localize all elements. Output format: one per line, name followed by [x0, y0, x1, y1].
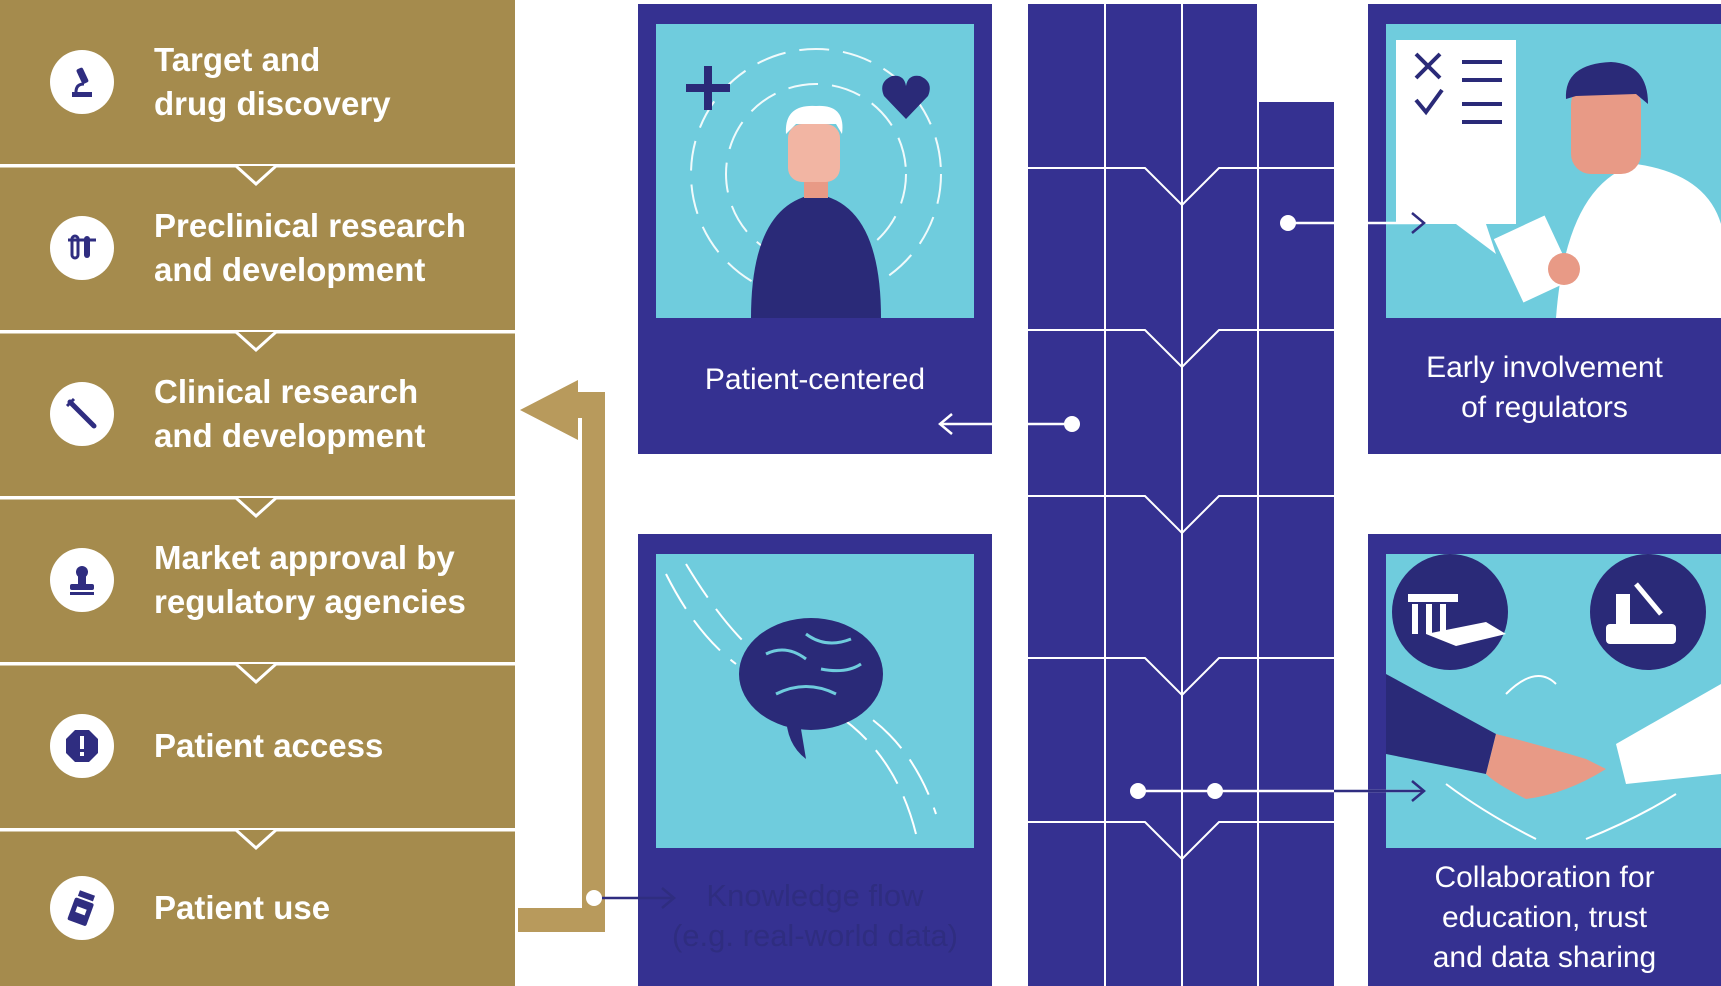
handshake-illustration	[1386, 554, 1721, 848]
panel-caption: Patient-centered	[704, 363, 926, 396]
stage-preclinical: Preclinical research and development	[0, 166, 515, 330]
knowledge-flow-label: Knowledge flow (e.g. real-world data)	[671, 878, 958, 953]
stamp-icon	[50, 548, 114, 612]
panel-early-regulators: Early involvement of regulators	[1368, 4, 1721, 454]
stage-label: Target and drug discovery	[154, 41, 391, 122]
panel-collaboration: Collaboration for education, trust and d…	[1368, 534, 1721, 986]
panel-patient-centered: Patient-centered	[638, 4, 992, 454]
process-stages: Target and drug discovery Preclinical re…	[0, 0, 515, 986]
connector-dot	[1207, 783, 1223, 799]
stage-label: Patient access	[154, 727, 384, 764]
stage-patient-access: Patient access	[0, 664, 515, 828]
regulator-illustration	[1386, 24, 1721, 318]
panel-caption: Early involvement of regulators	[1426, 351, 1663, 424]
stage-patient-use: Patient use	[0, 830, 515, 986]
stage-label: Market approval by regulatory agencies	[154, 539, 466, 620]
panel-knowledge-flow	[638, 534, 992, 986]
syringe-icon	[50, 382, 114, 446]
patient-illustration	[656, 24, 974, 318]
brain-illustration	[656, 554, 974, 848]
panel-caption: Collaboration for education, trust and d…	[1432, 861, 1657, 974]
connector-dot	[586, 890, 602, 906]
stage-market-approval: Market approval by regulatory agencies	[0, 498, 515, 662]
stage-clinical: Clinical research and development	[0, 332, 515, 496]
connector-dot	[1064, 416, 1080, 432]
stage-target-discovery: Target and drug discovery	[0, 0, 515, 164]
medicine-bottle-icon	[50, 876, 114, 940]
connector-dot	[1130, 783, 1146, 799]
test-tubes-icon	[50, 216, 114, 280]
connector-dot	[1280, 215, 1296, 231]
stage-label: Patient use	[154, 889, 331, 926]
stage-label: Preclinical research and development	[154, 207, 466, 288]
microscope-icon	[50, 50, 114, 114]
alert-icon	[50, 714, 114, 778]
stage-label: Clinical research and development	[154, 373, 426, 454]
